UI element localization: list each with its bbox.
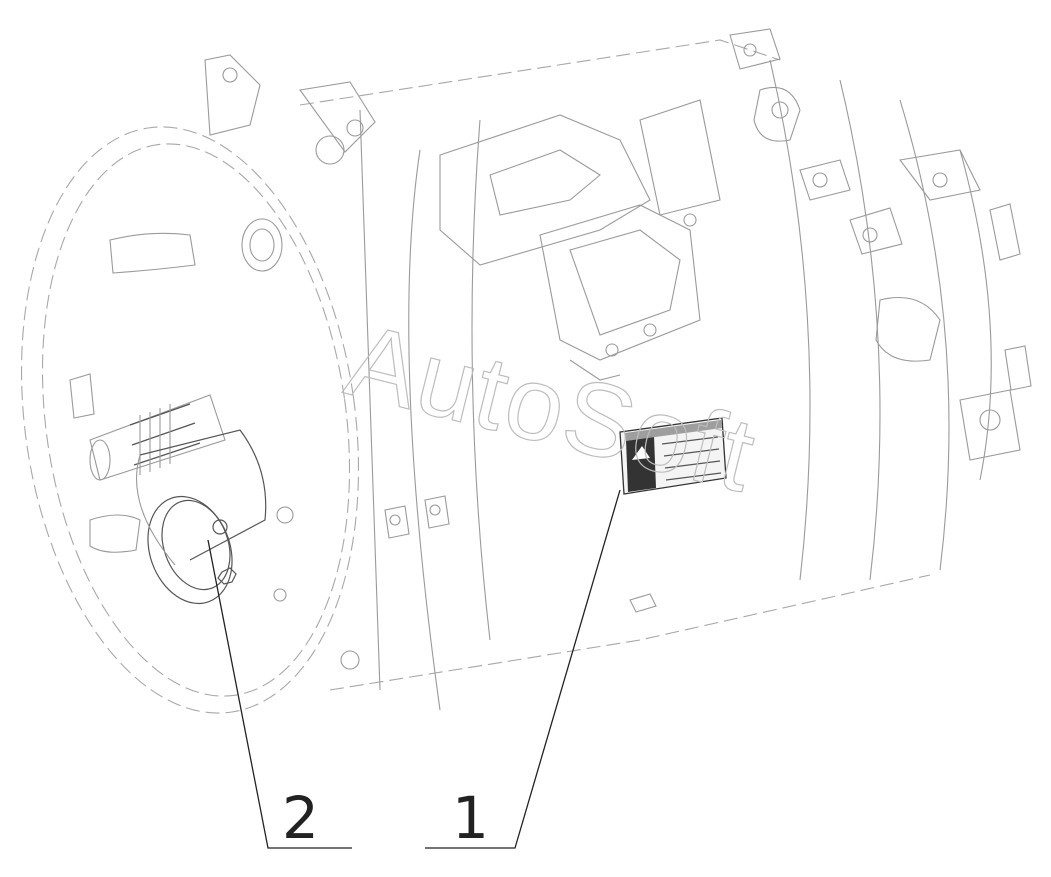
callout-leaders xyxy=(207,489,621,849)
watermark-text: AutoSoft xyxy=(336,302,767,515)
shift-valve-housing xyxy=(439,99,721,381)
rear-housing-brackets xyxy=(753,86,1032,461)
component-2-cylinder-cover xyxy=(136,429,267,605)
leader-line-2 xyxy=(207,539,352,849)
component-1-nameplate xyxy=(619,417,727,495)
top-brackets xyxy=(204,28,781,165)
leader-line-1 xyxy=(425,489,621,849)
callout-number-1: 1 xyxy=(452,784,489,852)
mid-body-bosses xyxy=(273,495,657,670)
input-shaft-assembly xyxy=(89,218,283,481)
callout-number-2: 2 xyxy=(282,784,319,852)
front-bell-housing xyxy=(20,126,360,714)
